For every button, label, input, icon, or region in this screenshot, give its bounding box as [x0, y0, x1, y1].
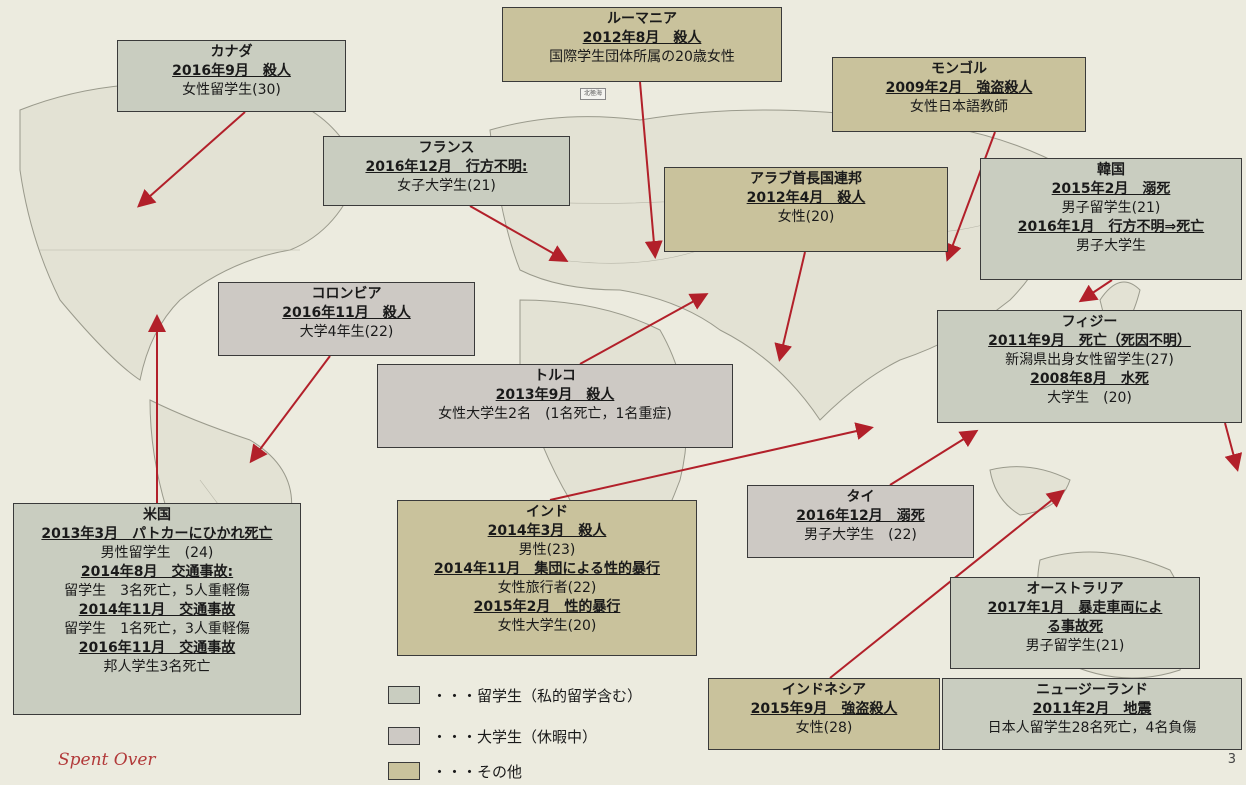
box-canada: カナダ 2016年9月 殺人 女性留学生(30) — [117, 40, 346, 112]
box-india-line: 女性大学生(20) — [497, 618, 597, 634]
legend-swatch-university — [388, 727, 420, 745]
box-turkey-line: 2013年9月 殺人 — [495, 387, 615, 403]
box-colombia: コロンビア 2016年11月 殺人 大学4年生(22) — [218, 282, 475, 356]
box-colombia-title: コロンビア — [311, 286, 382, 302]
legend-label: ・・・留学生（私的留学含む） — [432, 687, 643, 705]
box-usa-line: 2014年8月 交通事故: — [80, 564, 234, 580]
box-usa: 米国 2013年3月 パトカーにひかれ死亡 男性留学生 (24) 2014年8月… — [13, 503, 301, 715]
box-fiji-line: 2011年9月 死亡（死因不明） — [988, 333, 1191, 349]
box-mongolia-title: モンゴル — [931, 61, 987, 77]
box-india-line: 2015年2月 性的暴行 — [473, 599, 621, 615]
handwritten-note: Spent Over — [58, 750, 156, 770]
box-romania-line: 国際学生団体所属の20歳女性 — [549, 49, 735, 65]
box-thailand-line: 2016年12月 溺死 — [796, 508, 925, 524]
box-korea: 韓国 2015年2月 溺死 男子留学生(21) 2016年1月 行方不明⇒死亡 … — [980, 158, 1242, 280]
box-romania: ルーマニア 2012年8月 殺人 国際学生団体所属の20歳女性 — [502, 7, 782, 82]
box-korea-line: 男子留学生(21) — [1061, 200, 1161, 216]
box-usa-line: 邦人学生3名死亡 — [103, 659, 211, 675]
page-number: 3 — [1227, 752, 1236, 767]
box-india-line: 2014年11月 集団による性的暴行 — [433, 561, 661, 577]
box-korea-title: 韓国 — [1097, 162, 1125, 178]
box-australia: オーストラリア 2017年1月 暴走車両によ る事故死 男子留学生(21) — [950, 577, 1200, 669]
box-mongolia: モンゴル 2009年2月 強盗殺人 女性日本語教師 — [832, 57, 1086, 132]
box-indonesia: インドネシア 2015年9月 強盗殺人 女性(28) — [708, 678, 940, 750]
box-romania-line: 2012年8月 殺人 — [582, 30, 702, 46]
box-newzealand-line: 2011年2月 地震 — [1032, 701, 1152, 717]
box-turkey-line: 女性大学生2名 (1名死亡，1名重症) — [438, 406, 672, 422]
box-mongolia-line: 女性日本語教師 — [910, 99, 1008, 115]
box-india: インド 2014年3月 殺人 男性(23) 2014年11月 集団による性的暴行… — [397, 500, 697, 656]
box-korea-line: 2016年1月 行方不明⇒死亡 — [1017, 219, 1205, 235]
box-colombia-line: 2016年11月 殺人 — [282, 305, 411, 321]
box-thailand: タイ 2016年12月 溺死 男子大学生 (22) — [747, 485, 974, 558]
box-usa-title: 米国 — [143, 507, 171, 523]
box-uae: アラブ首長国連邦 2012年4月 殺人 女性(20) — [664, 167, 948, 252]
box-newzealand-title: ニュージーランド — [1036, 682, 1148, 698]
box-india-line: 男性(23) — [518, 542, 576, 558]
legend-label: ・・・大学生（休暇中） — [432, 728, 598, 746]
box-uae-title: アラブ首長国連邦 — [750, 171, 862, 187]
box-india-line: 女性旅行者(22) — [497, 580, 597, 596]
box-france: フランス 2016年12月 行方不明: 女子大学生(21) — [323, 136, 570, 206]
box-france-line: 女子大学生(21) — [397, 178, 496, 194]
box-fiji-title: フィジー — [1061, 314, 1118, 330]
box-australia-line: 2017年1月 暴走車両によ — [987, 600, 1163, 616]
box-france-title: フランス — [418, 140, 475, 156]
box-australia-line: る事故死 — [1047, 619, 1103, 635]
box-turkey-title: トルコ — [534, 368, 576, 384]
box-colombia-line: 大学4年生(22) — [299, 324, 394, 340]
box-canada-line: 2016年9月 殺人 — [172, 63, 291, 79]
box-usa-line: 2014年11月 交通事故 — [78, 602, 236, 618]
box-australia-title: オーストラリア — [1026, 581, 1124, 597]
box-mongolia-line: 2009年2月 強盗殺人 — [885, 80, 1033, 96]
box-india-title: インド — [526, 504, 568, 520]
legend-swatch-student — [388, 686, 420, 704]
box-india-line: 2014年3月 殺人 — [487, 523, 607, 539]
box-uae-line: 女性(20) — [777, 209, 835, 225]
box-usa-line: 留学生 3名死亡，5人重軽傷 — [64, 583, 250, 599]
box-fiji-line: 2008年8月 水死 — [1030, 371, 1149, 387]
box-australia-line: 男子留学生(21) — [1025, 638, 1125, 654]
box-romania-title: ルーマニア — [607, 11, 677, 27]
legend-label: ・・・その他 — [432, 763, 523, 781]
box-fiji-line: 新潟県出身女性留学生(27) — [1005, 352, 1174, 368]
legend-swatch-other — [388, 762, 420, 780]
box-usa-line: 2013年3月 パトカーにひかれ死亡 — [41, 526, 273, 542]
box-fiji: フィジー 2011年9月 死亡（死因不明） 新潟県出身女性留学生(27) 200… — [937, 310, 1242, 423]
map-mini-label: 北極海 — [580, 88, 606, 100]
box-korea-line: 男子大学生 — [1076, 238, 1146, 254]
box-uae-line: 2012年4月 殺人 — [746, 190, 866, 206]
box-fiji-line: 大学生 (20) — [1047, 390, 1132, 406]
box-france-line: 2016年12月 行方不明: — [365, 159, 528, 175]
box-usa-line: 男性留学生 (24) — [100, 545, 214, 561]
box-turkey: トルコ 2013年9月 殺人 女性大学生2名 (1名死亡，1名重症) — [377, 364, 733, 448]
box-usa-line: 2016年11月 交通事故 — [78, 640, 236, 656]
box-thailand-title: タイ — [846, 489, 875, 505]
box-usa-line: 留学生 1名死亡，3人重軽傷 — [64, 621, 250, 637]
box-indonesia-title: インドネシア — [782, 682, 866, 698]
box-korea-line: 2015年2月 溺死 — [1051, 181, 1171, 197]
box-newzealand: ニュージーランド 2011年2月 地震 日本人留学生28名死亡，4名負傷 — [942, 678, 1242, 750]
box-indonesia-line: 女性(28) — [795, 720, 853, 736]
box-indonesia-line: 2015年9月 強盗殺人 — [750, 701, 898, 717]
box-newzealand-line: 日本人留学生28名死亡，4名負傷 — [987, 720, 1197, 736]
box-canada-title: カナダ — [210, 44, 253, 60]
box-canada-line: 女性留学生(30) — [182, 82, 281, 98]
box-thailand-line: 男子大学生 (22) — [804, 527, 917, 543]
